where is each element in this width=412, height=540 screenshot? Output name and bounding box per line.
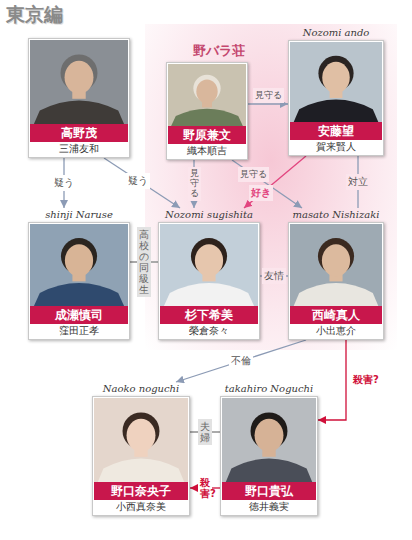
character-name: 野口奈央子 bbox=[94, 482, 188, 500]
actor-name: 三浦友和 bbox=[30, 142, 128, 156]
actor-name: 小西真奈美 bbox=[94, 500, 188, 514]
character-card: 野原兼文織本順吉 bbox=[166, 62, 248, 160]
actor-name: 榮倉奈々 bbox=[160, 324, 258, 338]
character-name: 成瀬慎司 bbox=[30, 306, 128, 324]
portrait-face bbox=[65, 61, 94, 94]
portrait-body bbox=[294, 100, 379, 122]
portrait-photo bbox=[290, 42, 382, 122]
character-card: masato Nishizaki西崎真人小出恵介 bbox=[288, 208, 384, 340]
diagram-title: 東京編 bbox=[6, 2, 63, 26]
character-name: 安藤望 bbox=[290, 122, 382, 140]
location-name: 野バラ荘 bbox=[193, 43, 245, 59]
portrait-face bbox=[195, 244, 223, 276]
relation-label: 見守る bbox=[253, 88, 284, 103]
portrait-face bbox=[322, 244, 350, 276]
portrait-photo bbox=[160, 224, 258, 306]
character-card: takahiro Noguchi野口貴弘徳井義実 bbox=[220, 382, 318, 516]
actor-name: 織本順吉 bbox=[168, 144, 246, 158]
romanized-name: Naoko noguchi bbox=[92, 382, 190, 396]
character-name: 西崎真人 bbox=[290, 306, 382, 324]
character-name: 杉下希美 bbox=[160, 306, 258, 324]
character-name: 野口貴弘 bbox=[222, 482, 316, 500]
relation-line bbox=[248, 103, 288, 104]
relation-label: 見守る bbox=[188, 167, 201, 201]
portrait-photo bbox=[30, 40, 128, 124]
character-card: Naoko noguchi野口奈央子小西真奈美 bbox=[92, 382, 190, 516]
relation-label: 殺害? bbox=[198, 475, 212, 501]
portrait-photo bbox=[290, 224, 382, 306]
relation-label: 疑う bbox=[52, 175, 76, 191]
portrait-face bbox=[255, 419, 284, 452]
photo-background bbox=[160, 224, 258, 306]
photo-background bbox=[30, 224, 128, 306]
card-frame: 安藤望賀来賢人 bbox=[288, 40, 384, 156]
card-frame: 野口奈央子小西真奈美 bbox=[92, 396, 190, 516]
relation-label: 見守る bbox=[238, 167, 269, 182]
portrait-body bbox=[98, 458, 184, 482]
romanized-name: shinji Naruse bbox=[28, 208, 130, 222]
portrait-face bbox=[322, 62, 350, 93]
romanized-name: Nozomi sugishita bbox=[158, 208, 260, 222]
card-frame: 西崎真人小出恵介 bbox=[288, 222, 384, 340]
character-card: shinji Naruse成瀬慎司窪田正孝 bbox=[28, 208, 130, 340]
relation-line bbox=[104, 158, 180, 208]
photo-background bbox=[290, 224, 382, 306]
character-card: Nozomi ando安藤望賀来賢人 bbox=[288, 26, 384, 156]
card-frame: 野原兼文織本順吉 bbox=[166, 62, 248, 160]
portrait-face bbox=[196, 79, 217, 103]
romanized-name: takahiro Noguchi bbox=[220, 382, 318, 396]
photo-background bbox=[168, 64, 246, 126]
character-name: 高野茂 bbox=[30, 124, 128, 142]
romanized-name: masato Nishizaki bbox=[288, 208, 384, 222]
portrait-photo bbox=[94, 398, 188, 482]
relation-label: 不倫 bbox=[229, 353, 253, 369]
romanized-name: Nozomi ando bbox=[288, 26, 384, 40]
portrait-body bbox=[34, 100, 124, 124]
portrait-face bbox=[127, 419, 156, 452]
actor-name: 小出恵介 bbox=[290, 324, 382, 338]
relation-label: 好き bbox=[249, 185, 273, 201]
relation-line bbox=[232, 160, 302, 208]
portrait-body bbox=[34, 283, 124, 306]
relation-line bbox=[244, 156, 306, 208]
relation-label: 対立 bbox=[346, 174, 370, 190]
portrait-body bbox=[164, 283, 254, 306]
relation-line bbox=[318, 340, 346, 420]
photo-background bbox=[222, 398, 316, 482]
character-card: Nozomi sugishita杉下希美榮倉奈々 bbox=[158, 208, 260, 340]
portrait-face bbox=[65, 244, 93, 276]
character-name: 野原兼文 bbox=[168, 126, 246, 144]
relation-line bbox=[176, 340, 306, 382]
actor-name: 窪田正孝 bbox=[30, 324, 128, 338]
actor-name: 賀来賢人 bbox=[290, 140, 382, 154]
card-frame: 成瀬慎司窪田正孝 bbox=[28, 222, 130, 340]
photo-background bbox=[94, 398, 188, 482]
actor-name: 徳井義実 bbox=[222, 500, 316, 514]
portrait-photo bbox=[30, 224, 128, 306]
character-card: 高野茂三浦友和 bbox=[28, 38, 130, 158]
portrait-body bbox=[171, 109, 243, 126]
photo-background bbox=[290, 42, 382, 122]
card-frame: 野口貴弘徳井義実 bbox=[220, 396, 318, 516]
relation-label: 夫婦 bbox=[198, 419, 212, 445]
photo-background bbox=[30, 40, 128, 124]
card-frame: 杉下希美榮倉奈々 bbox=[158, 222, 260, 340]
relation-label: 疑う bbox=[126, 173, 150, 189]
portrait-photo bbox=[222, 398, 316, 482]
relation-label: 殺害? bbox=[351, 372, 381, 388]
relation-label: 高校の同級生 bbox=[137, 227, 151, 297]
portrait-photo bbox=[168, 64, 246, 126]
portrait-body bbox=[226, 458, 312, 482]
card-frame: 高野茂三浦友和 bbox=[28, 38, 130, 158]
relation-label: 友情 bbox=[262, 268, 286, 284]
portrait-body bbox=[294, 283, 379, 306]
